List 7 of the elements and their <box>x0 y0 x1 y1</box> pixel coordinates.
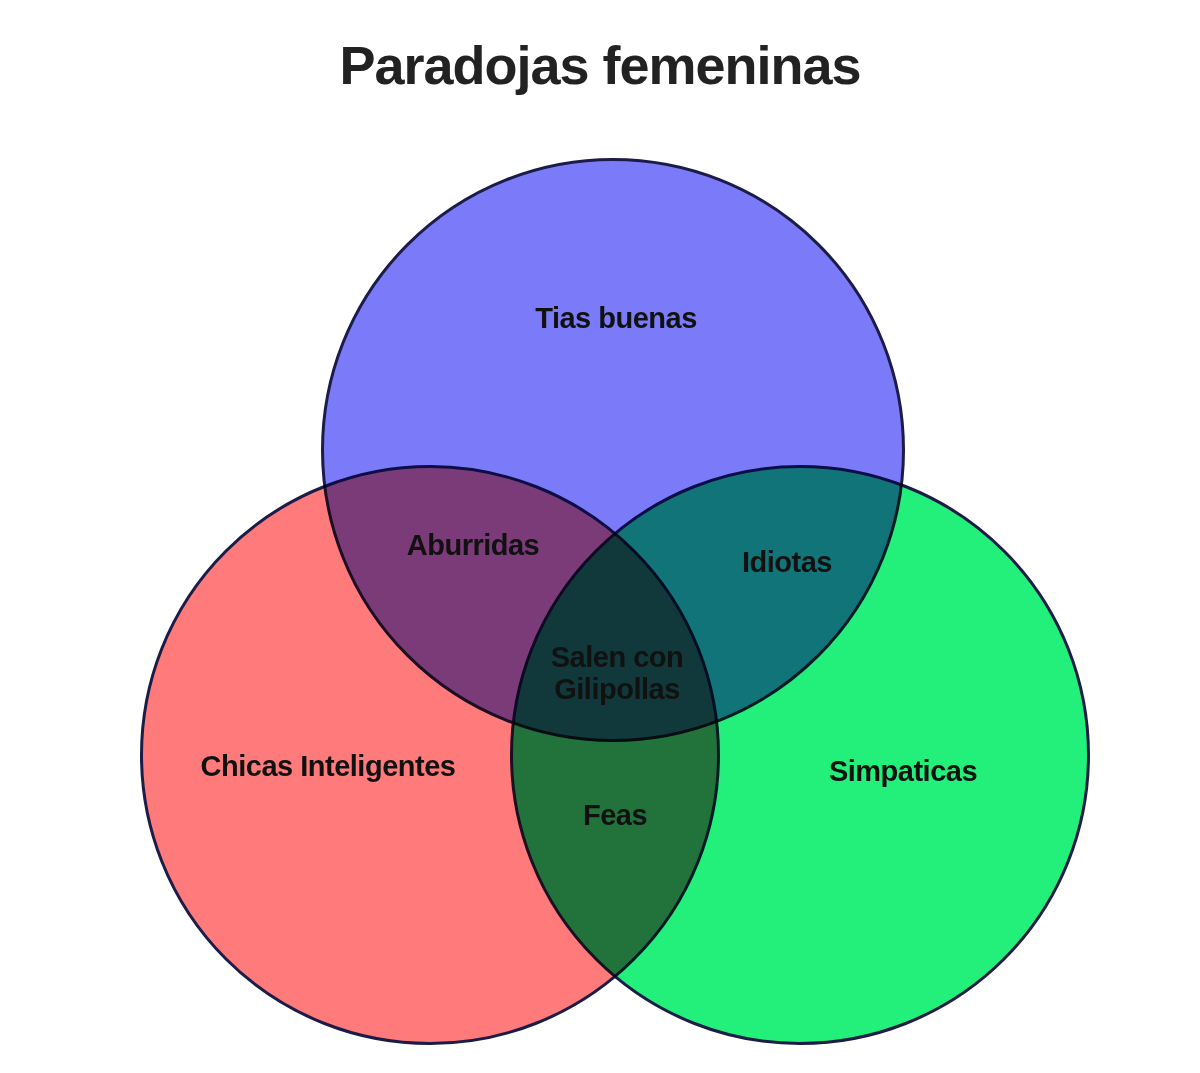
region-label: Feas <box>582 798 648 832</box>
circle-label: Simpaticas <box>828 754 978 788</box>
title: Paradojas femeninas <box>338 34 862 96</box>
circle-label: Tias buenas <box>535 301 697 335</box>
region-label: Aburridas <box>406 528 540 562</box>
region-label: Idiotas <box>742 545 832 579</box>
circle-label: Chicas Inteligentes <box>200 749 456 783</box>
